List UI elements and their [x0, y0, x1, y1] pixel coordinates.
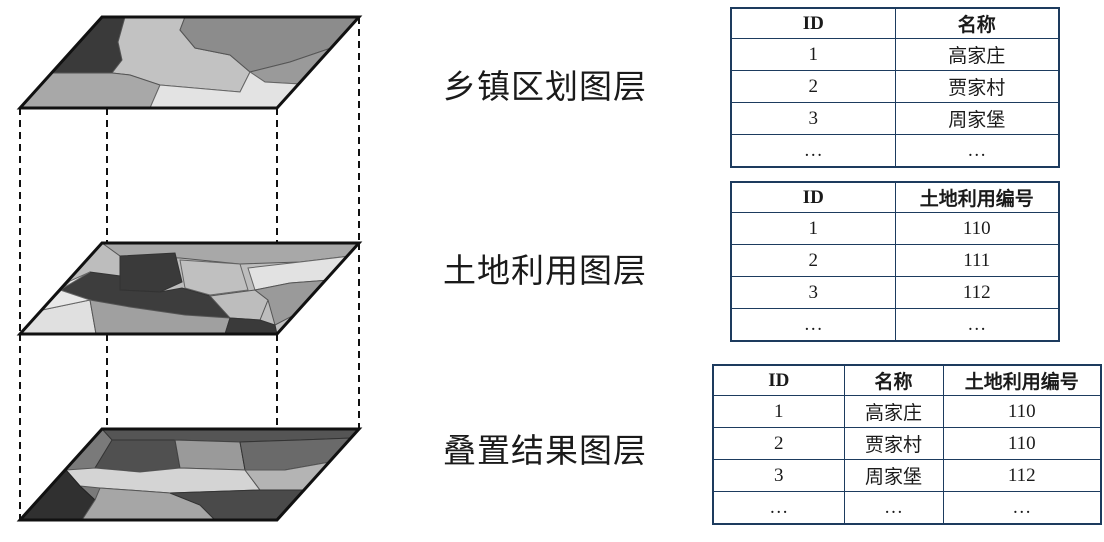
column-header: ID	[730, 7, 896, 39]
township-layer-plane	[16, 15, 363, 110]
table-row: … …	[730, 134, 1060, 168]
column-header: ID	[730, 181, 896, 213]
table-cell: 2	[730, 70, 896, 103]
table-cell: …	[942, 491, 1102, 525]
overlay-layer-plane	[16, 427, 363, 522]
overlay-layer-label: 叠置结果图层	[443, 431, 647, 470]
table-cell: 高家庄	[894, 38, 1060, 71]
table-row: 1 110	[730, 212, 1060, 245]
column-header: 土地利用编号	[942, 364, 1102, 396]
table-cell: 周家堡	[894, 102, 1060, 135]
table-cell: 110	[894, 212, 1060, 245]
column-header: 名称	[894, 7, 1060, 39]
township-layer-label: 乡镇区划图层	[443, 67, 647, 106]
table-cell: 110	[942, 395, 1102, 428]
landuse-layer-label: 土地利用图层	[443, 251, 647, 290]
table-cell: 贾家村	[894, 70, 1060, 103]
table-cell: 112	[894, 276, 1060, 309]
table-cell: 2	[730, 244, 896, 277]
overlay-attribute-table: ID 名称 土地利用编号 1 高家庄 110 2 贾家村 110 3 周家堡 1…	[712, 364, 1102, 525]
table-row: … …	[730, 308, 1060, 342]
dashed-connectors	[19, 17, 360, 520]
table-header-row: ID 名称 土地利用编号	[712, 364, 1102, 396]
column-header: 土地利用编号	[894, 181, 1060, 213]
table-row: … … …	[712, 491, 1102, 525]
table-cell: 3	[712, 459, 845, 492]
column-header: 名称	[843, 364, 944, 396]
table-cell: …	[894, 308, 1060, 342]
table-row: 1 高家庄 110	[712, 395, 1102, 428]
column-header: ID	[712, 364, 845, 396]
table-header-row: ID 土地利用编号	[730, 181, 1060, 213]
table-cell: 1	[712, 395, 845, 428]
table-row: 3 周家堡 112	[712, 459, 1102, 492]
table-cell: 1	[730, 212, 896, 245]
table-cell: …	[730, 134, 896, 168]
table-cell: …	[712, 491, 845, 525]
table-row: 2 贾家村 110	[712, 427, 1102, 460]
landuse-attribute-table: ID 土地利用编号 1 110 2 111 3 112 … …	[730, 181, 1060, 342]
table-cell: 2	[712, 427, 845, 460]
table-cell: 111	[894, 244, 1060, 277]
table-row: 1 高家庄	[730, 38, 1060, 71]
table-cell: 高家庄	[843, 395, 944, 428]
table-cell: 112	[942, 459, 1102, 492]
table-row: 2 贾家村	[730, 70, 1060, 103]
table-cell: 110	[942, 427, 1102, 460]
table-cell: 周家堡	[843, 459, 944, 492]
table-row: 3 112	[730, 276, 1060, 309]
table-cell: …	[730, 308, 896, 342]
table-cell: …	[894, 134, 1060, 168]
township-attribute-table: ID 名称 1 高家庄 2 贾家村 3 周家堡 … …	[730, 7, 1060, 168]
table-header-row: ID 名称	[730, 7, 1060, 39]
landuse-layer-plane	[16, 241, 363, 336]
table-cell: 3	[730, 102, 896, 135]
table-cell: 贾家村	[843, 427, 944, 460]
table-row: 3 周家堡	[730, 102, 1060, 135]
table-cell: 3	[730, 276, 896, 309]
table-cell: …	[843, 491, 944, 525]
table-row: 2 111	[730, 244, 1060, 277]
table-cell: 1	[730, 38, 896, 71]
